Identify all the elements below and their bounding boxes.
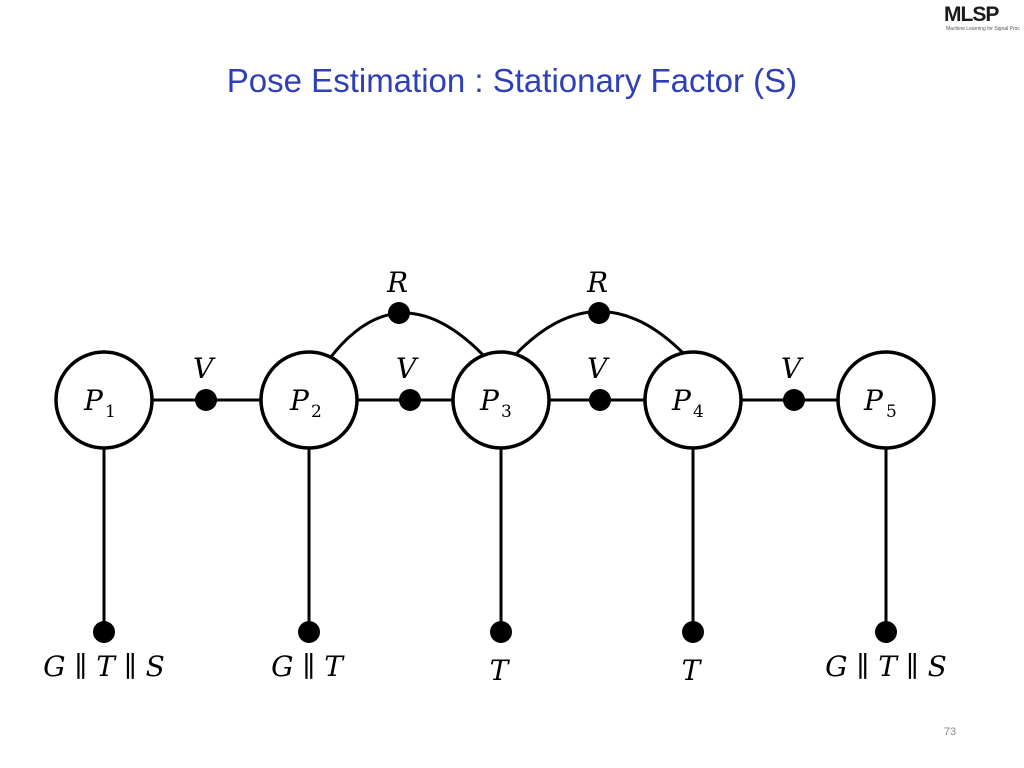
factor-v3: V <box>587 352 611 411</box>
factor-label: V <box>587 352 610 385</box>
factor-label: R <box>586 266 608 299</box>
factor-dot <box>783 389 805 411</box>
factor-label: G ∥ T ∥ S <box>825 650 947 683</box>
node-p2: P 2 <box>259 350 359 450</box>
factor-dot <box>298 621 320 643</box>
horizontal-factors: V V V V <box>193 352 805 411</box>
bottom-factor-4: T <box>682 621 704 687</box>
node-circle <box>836 350 936 450</box>
page-number: 73 <box>943 726 957 738</box>
factor-dot <box>388 302 410 324</box>
node-circle <box>54 350 154 450</box>
node-label-subscript: 4 <box>693 402 704 422</box>
node-p5: P 5 <box>836 350 936 450</box>
variable-nodes: P 1 P 2 P 3 P 4 P 5 <box>54 350 936 450</box>
factor-dot <box>93 621 115 643</box>
node-p3: P 3 <box>451 350 551 450</box>
factor-label: V <box>193 352 216 385</box>
node-label-subscript: 5 <box>886 402 897 422</box>
node-label-base: P <box>83 384 104 417</box>
factor-dot <box>589 389 611 411</box>
node-label-base: P <box>289 384 310 417</box>
factor-label: V <box>396 352 419 385</box>
node-p4: P 4 <box>643 350 743 450</box>
factor-dot <box>490 621 512 643</box>
factor-r1: R <box>386 266 410 324</box>
factor-v2: V <box>396 352 421 411</box>
factor-label: V <box>781 352 804 385</box>
node-circle <box>451 350 551 450</box>
node-label-subscript: 1 <box>105 402 116 422</box>
bottom-factor-2: G ∥ T <box>271 621 345 683</box>
factor-dot <box>588 302 610 324</box>
factor-label: T <box>490 654 511 687</box>
node-label-subscript: 2 <box>311 402 322 422</box>
node-p1: P 1 <box>54 350 154 450</box>
factor-label: G ∥ T <box>271 650 345 683</box>
node-label-base: P <box>863 384 884 417</box>
logo-mark: MLSP <box>944 3 999 26</box>
bottom-factor-1: G ∥ T ∥ S <box>43 621 165 683</box>
factor-v1: V <box>193 352 217 411</box>
node-label-base: P <box>479 384 500 417</box>
node-label-base: P <box>671 384 692 417</box>
logo-subtitle: Machine Learning for Signal Processing G… <box>946 26 1020 32</box>
slide-title: Pose Estimation : Stationary Factor (S) <box>226 62 798 99</box>
factor-dot <box>195 389 217 411</box>
factor-dot <box>399 389 421 411</box>
node-circle <box>643 350 743 450</box>
factor-dot <box>875 621 897 643</box>
factor-label: T <box>682 654 703 687</box>
factor-label: G ∥ T ∥ S <box>43 650 165 683</box>
vertical-edges <box>102 448 888 630</box>
logo-text: MLSP <box>944 3 999 26</box>
bottom-factors: G ∥ T ∥ S G ∥ T T T G ∥ T ∥ S <box>43 621 947 687</box>
bottom-factor-3: T <box>490 621 512 687</box>
factor-r2: R <box>586 266 610 324</box>
factor-v4: V <box>781 352 805 411</box>
node-label-subscript: 3 <box>501 402 512 422</box>
node-circle <box>259 350 359 450</box>
arc-factors: R R <box>386 266 610 324</box>
mlsp-logo: MLSP Machine Learning for Signal Process… <box>944 4 1020 34</box>
factor-label: R <box>386 266 408 299</box>
factor-dot <box>682 621 704 643</box>
bottom-factor-5: G ∥ T ∥ S <box>825 621 947 683</box>
